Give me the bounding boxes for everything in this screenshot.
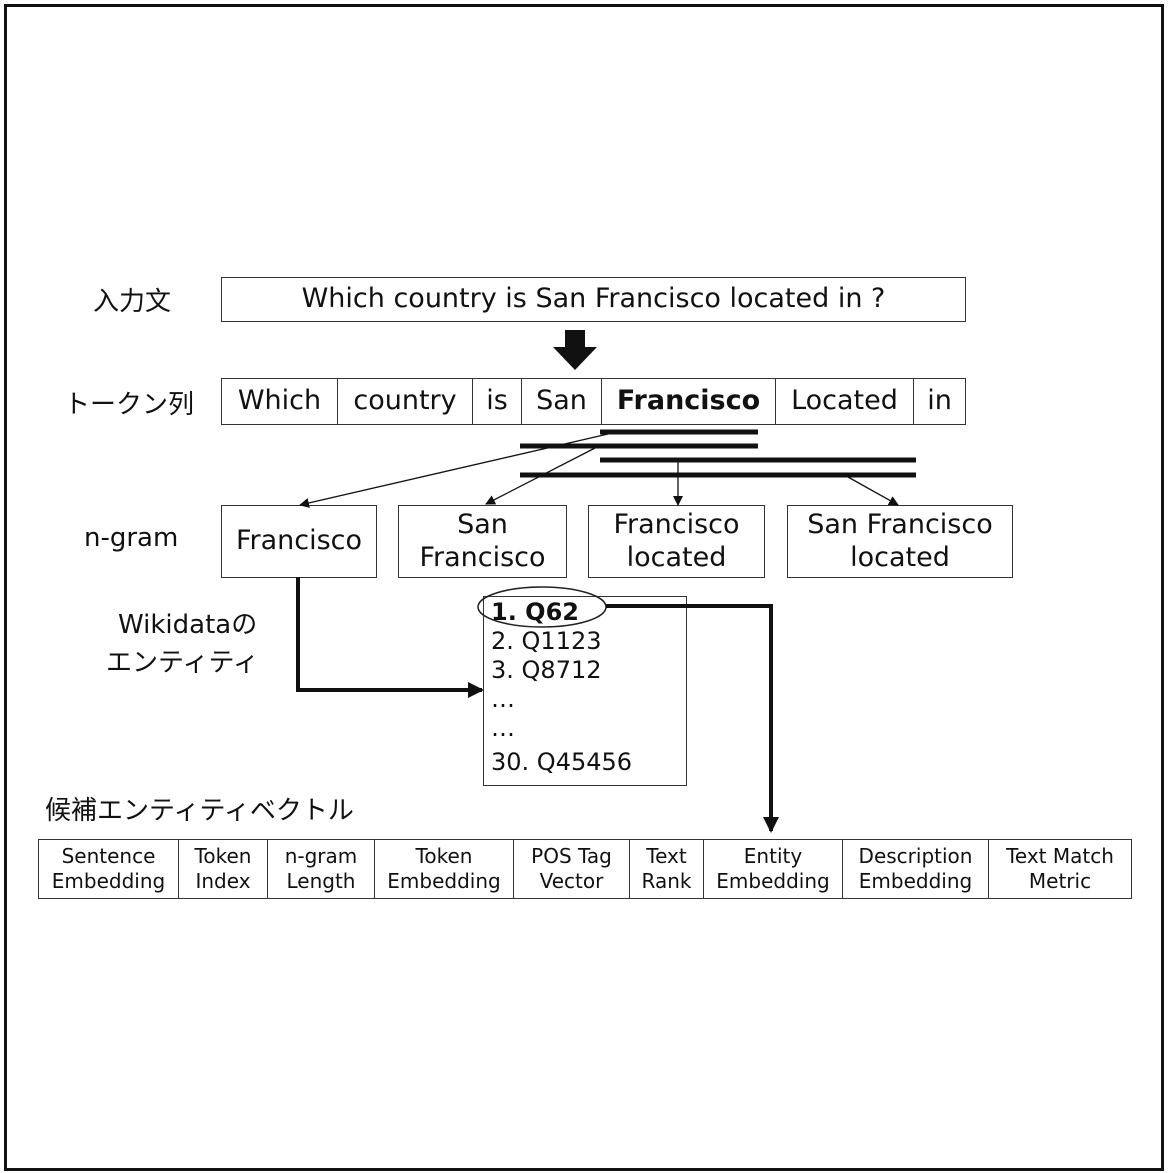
token-cell: Located [775, 378, 914, 425]
feature-line2: Embedding [387, 869, 501, 893]
ngram-box: Francisco [221, 505, 377, 578]
feature-line1: Text [646, 844, 687, 868]
down-arrow-icon [553, 330, 597, 370]
feature-line1: Text Match [1006, 844, 1114, 868]
connector [847, 476, 899, 506]
token-cell: San [521, 378, 602, 425]
feature-line1: POS Tag [531, 844, 612, 868]
connector [299, 433, 609, 508]
feature-line1: Token [415, 844, 473, 868]
feature-line2: Metric [1028, 869, 1092, 893]
token-cell: Francisco [601, 378, 776, 425]
feature-line2: Embedding [51, 869, 166, 893]
wikidata-label-line1: Wikidataの [118, 610, 258, 640]
outer-frame [4, 4, 1164, 1171]
feature-line2: Embedding [716, 869, 830, 893]
selected-entity-ellipse [477, 586, 607, 628]
entity-item: 2. Q1123 [491, 627, 602, 655]
tokens-label: トークン列 [64, 390, 195, 420]
ngram-line1: San [457, 509, 508, 541]
feature-line1: Sentence [61, 844, 156, 868]
ngram-line1: San Francisco [807, 509, 993, 541]
ngram-line1: Francisco [613, 509, 740, 541]
ngram-line1: Francisco [235, 525, 363, 557]
entity-item: 1. Q62 [491, 598, 579, 626]
token-cell: Which [221, 378, 338, 425]
input-label: 入力文 [93, 287, 172, 317]
token-cell: in [913, 378, 966, 425]
feature-line2: Embedding [858, 869, 973, 893]
feature-line1: Entity [743, 844, 803, 868]
feature-line2: Index [195, 869, 251, 893]
wikidata-label-line2: エンティティ [106, 648, 259, 678]
ngram-line2: located [626, 541, 727, 573]
entity-item: … [491, 714, 515, 742]
feature-line1: n-gram [284, 844, 358, 868]
entity-item: … [491, 685, 515, 713]
feature-line1: Description [858, 844, 973, 868]
feature-line2: Vector [539, 869, 604, 893]
connector [485, 447, 596, 505]
input-sentence-box: Which country is San Francisco located i… [221, 277, 966, 322]
candidate-vector-label: 候補エンティティベクトル [45, 796, 354, 826]
feature-line2: Length [286, 869, 356, 893]
ngram-line2: located [850, 541, 950, 573]
feature-line1: Token [194, 844, 252, 868]
entity-item: 30. Q45456 [491, 748, 633, 776]
ngram-label: n-gram [84, 523, 179, 553]
feature-line2: Rank [641, 869, 692, 893]
ngram-line2: Francisco [419, 541, 546, 573]
lookup-arrow [296, 577, 484, 698]
embedding-arrow [606, 604, 779, 833]
entity-item: 3. Q8712 [491, 656, 602, 684]
